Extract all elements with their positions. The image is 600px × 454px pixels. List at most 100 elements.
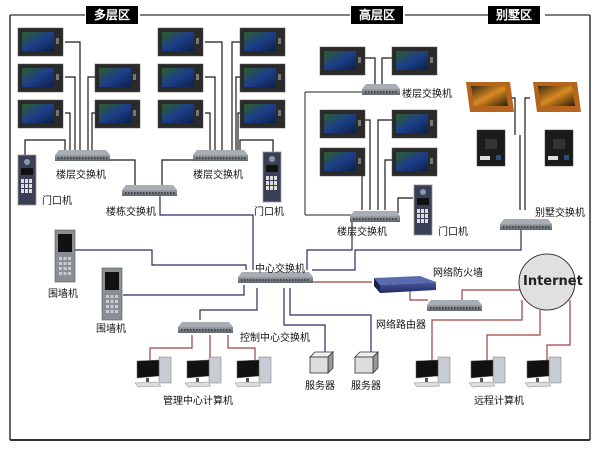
wall-station-key bbox=[63, 267, 67, 270]
wall-station-key bbox=[59, 262, 62, 265]
connection-line bbox=[512, 97, 516, 135]
wall-station-key bbox=[63, 272, 67, 275]
indoor-monitor bbox=[319, 147, 366, 177]
switch-port bbox=[106, 157, 108, 159]
pc-tower bbox=[492, 356, 506, 384]
label-wall-station-1: 围墙机 bbox=[48, 289, 78, 300]
switch-port bbox=[214, 329, 216, 331]
switch-port bbox=[205, 329, 207, 331]
monitor-button bbox=[278, 74, 281, 80]
pc-tower bbox=[158, 356, 172, 384]
monitor-screen bbox=[244, 68, 276, 87]
door-station-key bbox=[421, 219, 424, 223]
villa-door-station bbox=[476, 129, 506, 167]
switch-port bbox=[389, 218, 391, 220]
switch-port bbox=[503, 226, 505, 228]
monitor-screen bbox=[162, 32, 194, 51]
building-switch bbox=[122, 185, 177, 196]
pc-monitor-stand bbox=[536, 378, 539, 382]
connection-line bbox=[91, 112, 95, 150]
firewall-top bbox=[374, 276, 436, 285]
switch-port bbox=[226, 329, 228, 331]
wall-station-key bbox=[110, 295, 114, 298]
control-center-switch bbox=[178, 322, 233, 333]
monitor-screen bbox=[22, 104, 54, 123]
switch-top bbox=[178, 322, 233, 327]
switch-port bbox=[527, 226, 529, 228]
switch-port bbox=[460, 307, 462, 309]
door-station bbox=[262, 151, 282, 203]
switch-front bbox=[500, 224, 552, 230]
connection-line bbox=[231, 41, 240, 150]
wall-station-key bbox=[68, 262, 71, 265]
router bbox=[427, 300, 482, 311]
switch-port bbox=[286, 279, 288, 281]
pc-tower bbox=[208, 356, 222, 384]
pc-monitor bbox=[186, 359, 210, 379]
switch-port bbox=[454, 307, 456, 309]
door-station-key bbox=[25, 184, 28, 188]
server-front bbox=[354, 356, 374, 374]
wall-station-key bbox=[110, 305, 114, 308]
indoor-monitor bbox=[157, 27, 204, 57]
switch-port bbox=[448, 307, 450, 309]
switch-port bbox=[371, 91, 373, 93]
switch-port bbox=[241, 157, 243, 159]
pc-tower bbox=[258, 356, 272, 384]
switch-port bbox=[515, 226, 517, 228]
switch-port bbox=[368, 218, 370, 220]
switch-port bbox=[371, 218, 373, 220]
pc-monitor-stand bbox=[425, 378, 428, 382]
door-station-key bbox=[425, 209, 428, 213]
switch-port bbox=[238, 157, 240, 159]
label-router: 网络路由器 bbox=[376, 320, 426, 331]
label-wall-station-2: 围墙机 bbox=[96, 324, 126, 335]
switch-port bbox=[214, 157, 216, 159]
monitor-button bbox=[133, 74, 136, 80]
pc-keyboard bbox=[413, 381, 441, 388]
label-building-switch: 楼栋交换机 bbox=[106, 207, 156, 218]
label-remote-pcs: 远程计算机 bbox=[474, 396, 524, 407]
switch-port bbox=[208, 157, 210, 159]
switch-port bbox=[193, 329, 195, 331]
switch-port bbox=[134, 192, 136, 194]
connection-line bbox=[65, 76, 76, 150]
door-station-key bbox=[21, 179, 24, 183]
switch-top bbox=[427, 300, 482, 305]
connection-lines bbox=[24, 41, 571, 360]
switch-port bbox=[211, 157, 213, 159]
connection-line bbox=[384, 159, 392, 210]
monitor-screen bbox=[99, 68, 131, 87]
switch-port bbox=[392, 218, 394, 220]
switch-port bbox=[155, 192, 157, 194]
switch-port bbox=[457, 307, 459, 309]
monitor-screen bbox=[396, 114, 428, 133]
monitor-screen bbox=[324, 51, 356, 70]
monitor-screen bbox=[162, 104, 194, 123]
switch-port bbox=[211, 329, 213, 331]
switch-port bbox=[70, 157, 72, 159]
monitor-button bbox=[278, 110, 281, 116]
switch-port bbox=[187, 329, 189, 331]
door-station-key bbox=[25, 189, 28, 193]
remote-computer bbox=[524, 356, 562, 388]
switch-port bbox=[250, 279, 252, 281]
connection-line bbox=[199, 288, 258, 320]
management-computer bbox=[234, 356, 272, 388]
indoor-monitor bbox=[17, 99, 64, 129]
wall-station-key bbox=[106, 310, 109, 313]
pc-monitor bbox=[526, 359, 550, 379]
switch-top bbox=[122, 185, 177, 190]
villa-door-button bbox=[564, 155, 569, 160]
monitor-button bbox=[358, 57, 361, 63]
villa-door-camera bbox=[553, 139, 565, 149]
villa-door-station bbox=[544, 129, 574, 167]
connection-line bbox=[283, 288, 326, 352]
switch-port bbox=[85, 157, 87, 159]
monitor-screen bbox=[162, 68, 194, 87]
switch-port bbox=[383, 91, 385, 93]
switch-port bbox=[304, 279, 306, 281]
indoor-monitor bbox=[157, 63, 204, 93]
monitor-button bbox=[430, 57, 433, 63]
wall-station-key bbox=[63, 257, 67, 260]
